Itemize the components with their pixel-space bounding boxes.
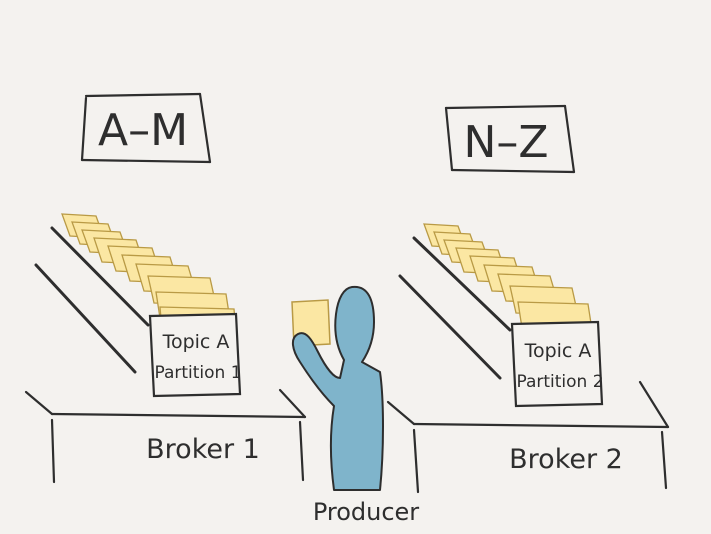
broker-2-shelf: [398, 236, 512, 380]
broker-1-cards: [61, 213, 237, 333]
producer: Producer: [291, 285, 419, 526]
broker-1-label: Broker 1: [146, 434, 260, 465]
producer-figure: [292, 285, 384, 491]
broker-2-label: Broker 2: [509, 444, 623, 475]
range-label-left: A–M: [98, 105, 188, 156]
broker-1-topic-line1: Topic A: [162, 331, 230, 353]
broker-2-topic-line2: Partition 2: [516, 372, 603, 392]
broker-2-topic-line1: Topic A: [524, 340, 592, 362]
broker-1: Topic A Partition 1 Broker 1: [24, 213, 307, 484]
broker-1-table: [24, 388, 307, 484]
broker-2: Topic A Partition 2 Broker 2: [386, 223, 670, 494]
broker-1-topic-box: Topic A Partition 1: [148, 312, 242, 398]
range-box-right: N–Z: [444, 104, 576, 174]
range-label-right: N–Z: [463, 117, 548, 168]
producer-label: Producer: [313, 498, 419, 526]
broker-2-cards: [423, 223, 593, 331]
range-box-left: A–M: [80, 92, 212, 164]
broker-2-topic-box: Topic A Partition 2: [510, 320, 604, 408]
broker-1-topic-line2: Partition 1: [154, 363, 241, 383]
broker-1-shelf: [34, 226, 150, 374]
broker-2-table: [386, 380, 670, 494]
